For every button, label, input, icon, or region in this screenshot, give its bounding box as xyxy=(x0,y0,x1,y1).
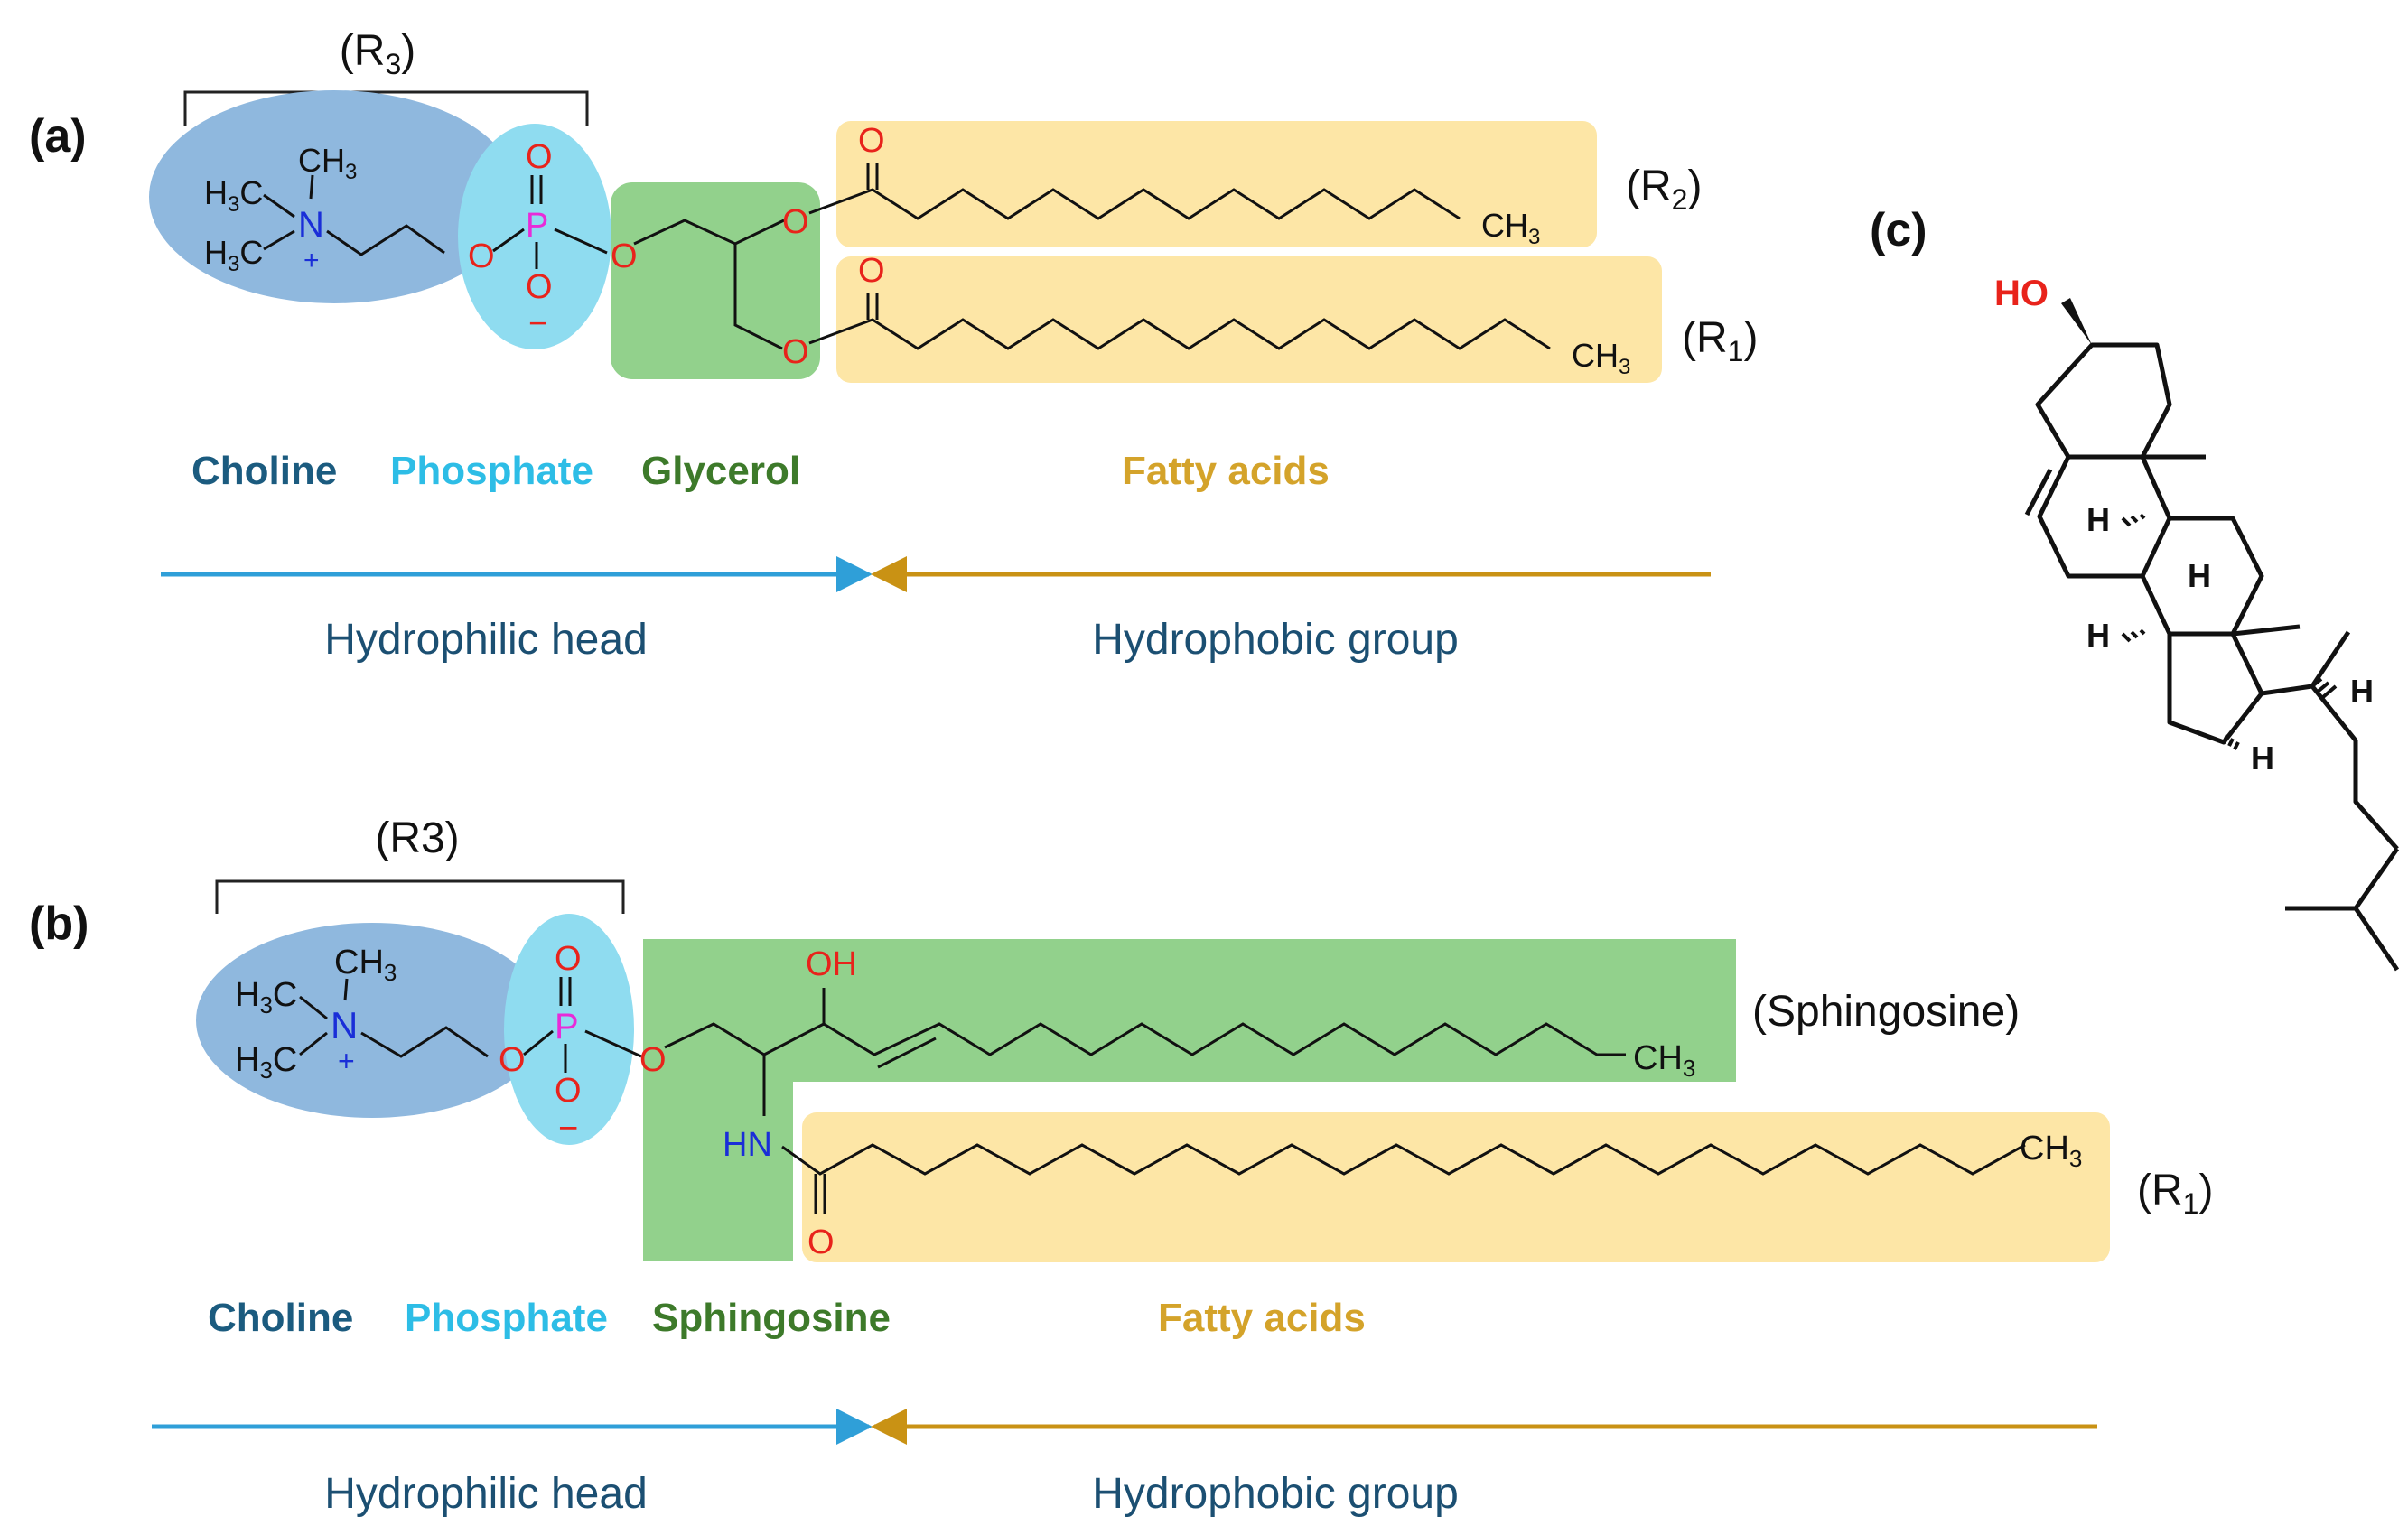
phosphate-bonds-b xyxy=(523,977,642,1073)
choline-h3c-top: H3C xyxy=(204,174,263,217)
amide-terminal-ch3: CH3 xyxy=(2020,1130,2082,1172)
phosphate-group-label: Phosphate xyxy=(390,449,593,493)
phosphate-bonds xyxy=(492,175,608,269)
sphingosine-region xyxy=(643,939,1736,1261)
choline-region xyxy=(149,90,519,303)
hydroxyl-wedge xyxy=(2061,298,2092,345)
carbonyl-o-upper: O xyxy=(858,122,885,160)
phosphate-o-link-b: O xyxy=(499,1041,526,1079)
phosphate-o-top-b: O xyxy=(555,940,582,978)
phosphate-p: P xyxy=(526,207,548,245)
choline-charge-b: + xyxy=(338,1045,355,1077)
hydrophobic-label-a: Hydrophobic group xyxy=(1092,616,1459,664)
r2-terminal-ch3: CH3 xyxy=(1481,207,1540,249)
choline-group-label: Choline xyxy=(191,449,337,493)
carbonyl-o-lower: O xyxy=(858,252,885,290)
phosphate-charge: − xyxy=(528,304,547,341)
phosphate-o-link: O xyxy=(468,237,495,275)
glycerol-bonds xyxy=(633,219,785,350)
panel-a: (a) (R3) H3C H3C CH3 N + O P O O − xyxy=(29,27,1758,664)
sphingosine-bonds xyxy=(664,988,1626,1116)
fatty-acid-r1-region xyxy=(836,256,1662,383)
amide-carbonyl-o: O xyxy=(807,1223,835,1261)
r3-label-b: (R3) xyxy=(375,814,459,862)
phosphate-o-bottom-b: O xyxy=(555,1072,582,1110)
choline-nitrogen-b: N xyxy=(331,1004,358,1047)
h-atom-c8: H xyxy=(2188,557,2211,594)
r1-label: (R1) xyxy=(1682,314,1758,367)
phosphate-p-b: P xyxy=(555,1007,579,1047)
choline-ch3: CH3 xyxy=(298,142,357,184)
amide-fatty-acid-bonds xyxy=(781,1143,2026,1214)
r1-terminal-ch3: CH3 xyxy=(1572,337,1630,379)
r3-bracket xyxy=(183,90,589,126)
amide-nh: HN xyxy=(723,1126,772,1164)
h-atom-c14: H xyxy=(2086,617,2110,654)
phosphate-region xyxy=(458,124,611,349)
choline-h3c-top-b: H3C xyxy=(235,976,297,1019)
h-atom-c9: H xyxy=(2086,501,2110,538)
choline-group-label-b: Choline xyxy=(208,1296,353,1340)
glycerol-group-label: Glycerol xyxy=(641,449,800,493)
hydrophilic-label-a: Hydrophilic head xyxy=(324,616,648,664)
choline-h3c-bottom-b: H3C xyxy=(235,1041,297,1084)
fatty-acids-group-label-b: Fatty acids xyxy=(1158,1296,1366,1340)
choline-charge: + xyxy=(303,246,320,275)
panel-c: (c) HO xyxy=(1870,204,2400,972)
cholesterol-skeleton xyxy=(2024,342,2400,972)
sphingosine-o-link: O xyxy=(639,1041,667,1079)
sphingosine-terminal-ch3: CH3 xyxy=(1633,1039,1695,1082)
sphingosine-tag: (Sphingosine) xyxy=(1752,988,2020,1036)
choline-bonds xyxy=(263,174,445,256)
ester-o-lower: O xyxy=(782,333,809,371)
panel-b-label: (b) xyxy=(29,898,89,950)
fatty-acid-bonds xyxy=(808,163,1551,350)
h-atom-c17: H xyxy=(2251,740,2274,777)
phosphate-o-bottom: O xyxy=(526,268,553,306)
glycerol-o-link: O xyxy=(611,237,638,275)
r1-label-b: (R1) xyxy=(2137,1167,2213,1220)
ester-o-upper: O xyxy=(782,203,809,241)
choline-bonds-b xyxy=(299,978,489,1058)
phosphate-charge-b: − xyxy=(558,1110,578,1148)
h-atom-c20: H xyxy=(2350,673,2374,710)
fatty-acids-group-label: Fatty acids xyxy=(1122,449,1330,493)
sphingosine-group-label: Sphingosine xyxy=(652,1296,891,1340)
hydrophobic-label-b: Hydrophobic group xyxy=(1092,1470,1459,1518)
hydroxyl-ho: HO xyxy=(1994,274,2049,313)
phosphate-region-b xyxy=(504,914,634,1145)
hashed-bonds xyxy=(2121,513,2338,750)
choline-h3c-bottom: H3C xyxy=(204,234,263,276)
choline-ch3-b: CH3 xyxy=(334,944,397,986)
phosphate-group-label-b: Phosphate xyxy=(405,1296,608,1340)
choline-nitrogen: N xyxy=(298,205,324,245)
r3-bracket-b xyxy=(215,879,625,914)
phosphate-o-top: O xyxy=(526,138,553,176)
r3-label: (R3) xyxy=(340,27,415,80)
sphingosine-oh: OH xyxy=(806,945,857,983)
panel-b: (b) (R3) H3C H3C CH3 N + O P O O − O xyxy=(29,814,2213,1518)
fatty-acid-region-b xyxy=(802,1112,2110,1262)
panel-a-label: (a) xyxy=(29,110,87,163)
hydrophilic-label-b: Hydrophilic head xyxy=(324,1470,648,1518)
panel-c-label: (c) xyxy=(1870,204,1927,256)
fatty-acid-r2-region xyxy=(836,121,1597,247)
choline-region-b xyxy=(196,923,548,1118)
r2-label: (R2) xyxy=(1626,163,1702,216)
